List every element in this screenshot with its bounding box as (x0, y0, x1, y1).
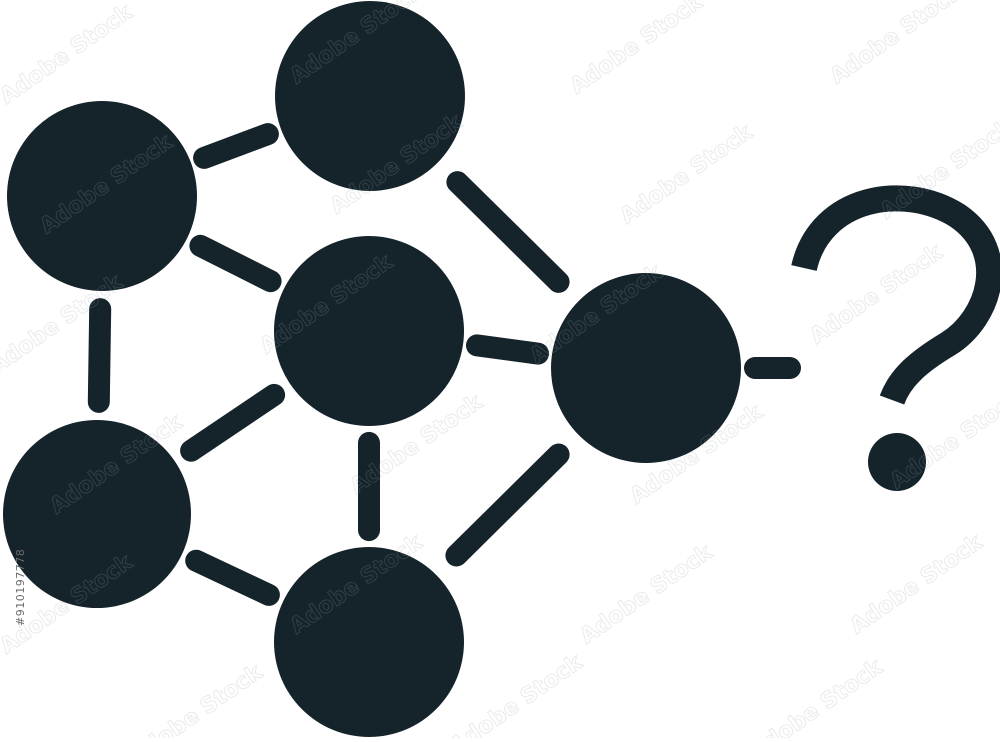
edge-upper-left-to-top (193, 123, 279, 169)
watermark-text: Adobe Stock (825, 0, 968, 89)
edge-center-to-right (466, 334, 549, 365)
watermark-text: Adobe Stock (745, 654, 888, 738)
watermark-text: Adobe Stock (575, 539, 718, 649)
node-top (275, 1, 465, 191)
node-bottom (274, 547, 464, 737)
question-mark-dot (868, 433, 926, 491)
edge-top-to-right (446, 171, 570, 293)
edges (87, 123, 801, 606)
node-center (274, 236, 464, 426)
question-mark-hook (791, 185, 1000, 405)
node-lower-left (3, 420, 191, 608)
watermark-text: Adobe Stock (805, 239, 948, 349)
question-mark-icon (791, 185, 1000, 491)
nodes (3, 1, 741, 737)
edge-upper-left-to-center (189, 234, 282, 293)
watermark-text: Adobe Stock (565, 0, 708, 99)
edge-lower-left-to-bottom (185, 549, 280, 606)
watermark-text: Adobe Stock (615, 119, 758, 229)
stock-id-label: #910197778 (14, 548, 27, 626)
edge-upper-left-to-lower-left (87, 298, 112, 413)
node-upper-left (7, 101, 197, 291)
watermark-text: Adobe Stock (845, 529, 988, 639)
edge-center-to-lower-left (180, 383, 286, 462)
node-right (551, 273, 741, 463)
watermark-text: Adobe Stock (445, 649, 588, 738)
edge-right-to-bottom (445, 443, 570, 567)
watermark-text: Adobe Stock (125, 659, 268, 738)
watermark-text: Adobe Stock (0, 0, 138, 109)
